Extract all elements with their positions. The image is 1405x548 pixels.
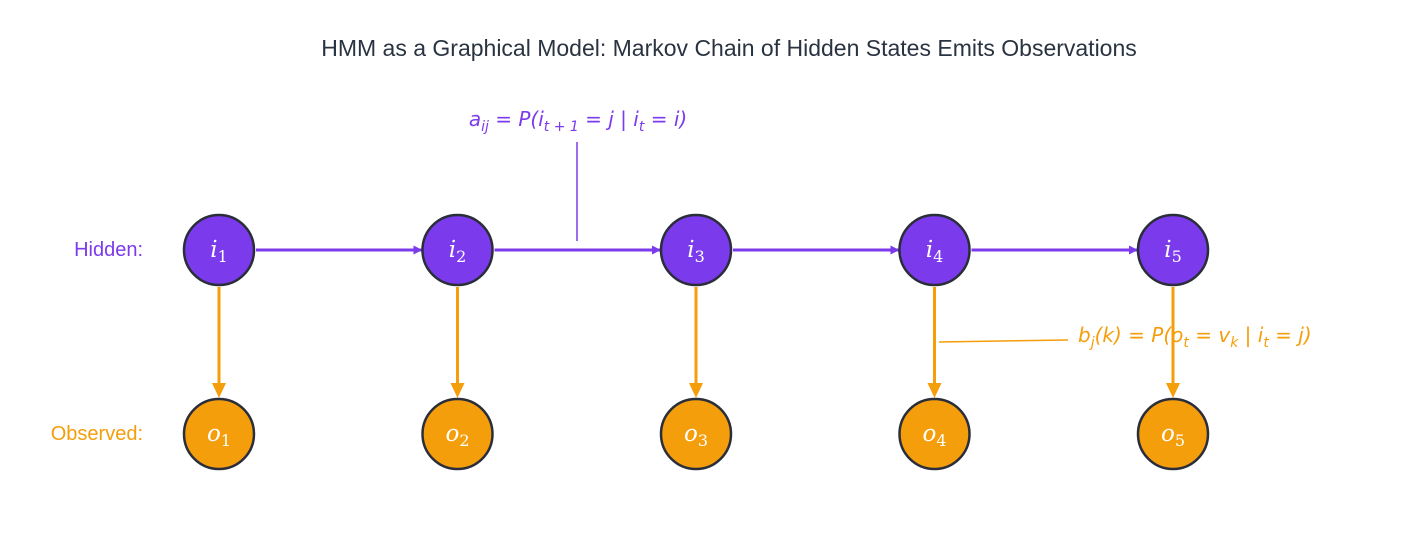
- observed-row-label: Observed:: [51, 423, 143, 445]
- emission-arrow-3: [689, 287, 703, 398]
- observation-label-1: o1: [207, 421, 231, 450]
- observation-label-4: o4: [922, 421, 946, 450]
- hidden-state-node-3: [659, 213, 733, 287]
- observation-node-4: [898, 397, 971, 471]
- emission-edges: [212, 287, 1180, 398]
- emission-arrow-1: [212, 287, 226, 398]
- observation-node-3: [659, 397, 733, 471]
- emission-arrow-head-5: [1166, 383, 1180, 398]
- emission-arrow-4: [927, 287, 942, 398]
- observation-node-2: [421, 397, 494, 471]
- hidden-state-label-2: i2: [449, 237, 467, 266]
- hidden-row-label: Hidden:: [74, 239, 143, 261]
- hidden-state-node-1: [182, 213, 256, 287]
- observation-node-5: [1136, 397, 1210, 471]
- hidden-state-nodes: i1 i2 i3 i4 i5: [182, 213, 1210, 287]
- emission-arrow-head-2: [450, 383, 465, 398]
- hidden-state-node-5: [1136, 213, 1210, 287]
- observation-label-5: o5: [1161, 421, 1185, 450]
- emission-arrow-head-3: [689, 383, 703, 398]
- hidden-state-node-4: [898, 213, 971, 287]
- observation-nodes: o1 o2 o3 o4 o5: [182, 397, 1210, 471]
- diagram-title: HMM as a Graphical Model: Markov Chain o…: [321, 35, 1137, 61]
- hidden-state-node-2: [421, 213, 494, 287]
- emission-probability-formula: bj(k) = P(ot = vk | it = j): [1078, 323, 1312, 351]
- hidden-state-label-5: i5: [1164, 237, 1182, 266]
- emission-arrow-head-4: [927, 383, 942, 398]
- emission-annotation-leader: [938, 339, 1069, 343]
- transition-probability-formula: aij = P(it + 1 = j | it = i): [469, 107, 687, 135]
- emission-arrow-head-1: [212, 383, 226, 398]
- hidden-state-label-4: i4: [926, 237, 944, 266]
- hidden-state-label-3: i3: [687, 237, 705, 266]
- observation-label-2: o2: [445, 421, 469, 450]
- emission-arrow-5: [1166, 287, 1180, 398]
- hidden-state-label-1: i1: [210, 237, 228, 266]
- observation-label-3: o3: [684, 421, 708, 450]
- emission-arrow-2: [450, 287, 465, 398]
- observation-node-1: [182, 397, 256, 471]
